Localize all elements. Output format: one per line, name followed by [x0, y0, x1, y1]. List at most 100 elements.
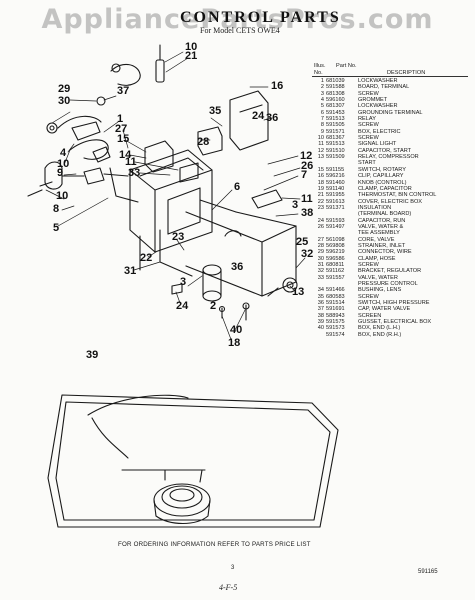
part-number: 591955 [326, 192, 345, 199]
parts-list-row: (TERMINAL BOARD) [312, 211, 472, 217]
part-number: 680811 [326, 261, 345, 268]
callout-number: 37 [117, 85, 129, 97]
part-description: SWITCH, HIGH PRESSURE [358, 300, 430, 307]
callout-number: 3 [180, 276, 186, 288]
illus-number: 40 [317, 325, 324, 332]
callout-number: 5 [53, 222, 59, 234]
part-description: BOX, END (L.H.) [358, 325, 401, 332]
part-number: 588943 [326, 312, 345, 319]
illus-number: 9 [320, 128, 324, 135]
illus-number: 29 [317, 249, 324, 256]
callout-number: 30 [58, 95, 70, 107]
part-number: 680583 [326, 293, 345, 300]
part-description: CLAMP, CAPACITOR [358, 185, 412, 192]
callout-number: 13 [292, 286, 304, 298]
part-description: LOCKWASHER [358, 78, 398, 84]
callout-number: 9 [57, 167, 63, 179]
part-number: 591505 [326, 122, 345, 129]
part-description: SCREW [358, 122, 379, 129]
part-number: 569808 [326, 242, 345, 249]
part-description: RELAY, COMPRESSOR [358, 154, 419, 161]
callout-number: 33 [128, 167, 140, 179]
illus-number: 31 [317, 261, 324, 268]
part-number: 591557 [326, 274, 345, 281]
part-description: START [358, 160, 376, 167]
part-number: 591155 [326, 166, 345, 173]
part-description: CONNECTOR, WIRE [358, 249, 412, 256]
header-divider [312, 76, 468, 77]
illus-number: 32 [317, 268, 324, 275]
part-number: 591162 [326, 268, 345, 275]
part-number: 591613 [326, 198, 345, 205]
illus-number: 2 [320, 84, 324, 91]
parts-list-row: PRESSURE CONTROL [312, 281, 472, 287]
page-subtitle: For Model CETS OWE4 [200, 26, 280, 35]
part-description: THERMOSTAT, BIN CONTROL [358, 192, 437, 199]
part-description: CAPACITOR, RUN [358, 217, 406, 224]
callout-number: 7 [301, 169, 307, 181]
callout-number: 10 [57, 158, 69, 170]
water-valve-drawing [27, 96, 139, 203]
parts-list-row: TEE ASSEMBLY [312, 230, 472, 236]
part-number: 681308 [326, 90, 345, 97]
part-number: 591510 [326, 147, 345, 154]
illus-number: 19 [317, 185, 324, 192]
part-description: (TERMINAL BOARD) [358, 211, 412, 218]
part-number: 591588 [326, 84, 345, 91]
illus-number: 26 [317, 223, 324, 230]
part-number: 591514 [326, 300, 345, 307]
part-description: COVER, ELECTRIC BOX [358, 198, 423, 205]
callout-number: 10 [56, 190, 68, 202]
illus-number: 3 [320, 90, 324, 97]
part-number: 681367 [326, 135, 345, 142]
illus-number: 38 [317, 312, 324, 319]
part-number: 591140 [326, 185, 345, 192]
ordering-note: FOR ORDERING INFORMATION REFER TO PARTS … [118, 541, 311, 548]
illus-number: 37 [317, 306, 324, 313]
callout-number: 35 [209, 105, 221, 117]
document-code: 591165 [418, 569, 438, 575]
callout-number: 6 [234, 181, 240, 193]
part-number: 591573 [326, 325, 345, 332]
illus-number: 1 [320, 78, 324, 84]
illus-number: 18 [317, 179, 324, 186]
callout-number: 28 [197, 136, 209, 148]
illus-number: 30 [317, 255, 324, 262]
illus-number: 34 [317, 287, 324, 294]
callout-number: 32 [301, 248, 313, 260]
callout-number: 10 [185, 41, 197, 53]
part-description: PRESSURE CONTROL [358, 281, 418, 287]
callout-number: 12 [300, 150, 312, 162]
page-title: CONTROL PARTS [180, 9, 341, 26]
part-description: RELAY [358, 116, 376, 123]
illus-number: 23 [317, 204, 324, 211]
part-description: SCREW [358, 135, 379, 142]
header-description: DESCRIPTION [387, 69, 426, 76]
page-number: 3 [231, 565, 235, 571]
illus-number: 6 [320, 109, 324, 116]
end-box-drawing [139, 199, 297, 297]
illus-number: 4 [320, 97, 324, 104]
callout-number: 11 [125, 156, 137, 168]
illus-number: 11 [318, 141, 324, 148]
